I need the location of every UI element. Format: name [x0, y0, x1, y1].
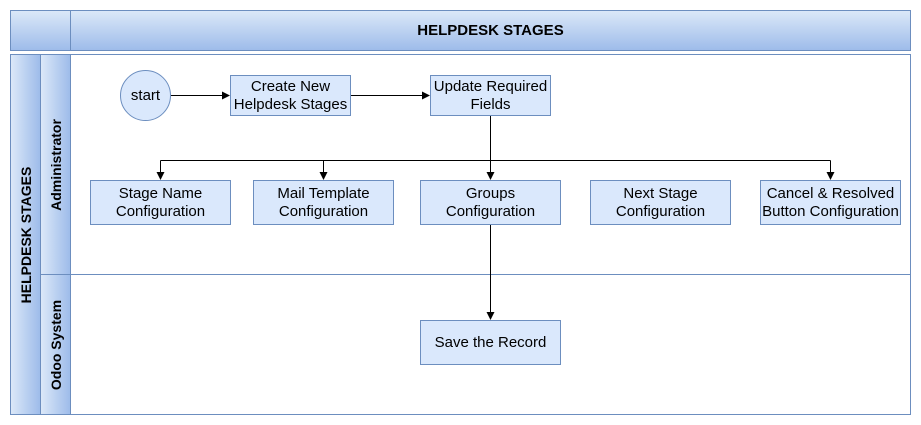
cancel-resolved-config-label: Cancel & Resolved Button Configuration — [762, 184, 899, 220]
groups-config-label: Groups Configuration — [445, 184, 536, 220]
mail-template-config-label: Mail Template Configuration — [277, 184, 370, 220]
start-node: start — [120, 70, 171, 121]
save-record-node: Save the Record — [420, 320, 561, 365]
next-stage-config-node: Next Stage Configuration — [590, 180, 731, 225]
stage-name-config-node: Stage Name Configuration — [90, 180, 231, 225]
create-stages-label: Create New Helpdesk Stages — [233, 77, 348, 113]
create-stages-node: Create New Helpdesk Stages — [230, 75, 351, 116]
next-stage-config-label: Next Stage Configuration — [615, 184, 706, 220]
start-node-label: start — [130, 86, 161, 104]
diagram-header: HELPDESK STAGES — [70, 10, 911, 51]
lane-header-odoo-system: Odoo System — [40, 274, 71, 415]
groups-config-node: Groups Configuration — [420, 180, 561, 225]
diagram-title: HELPDESK STAGES — [417, 22, 564, 39]
save-record-label: Save the Record — [434, 333, 547, 351]
stage-name-config-label: Stage Name Configuration — [115, 184, 206, 220]
update-fields-node: Update Required Fields — [430, 75, 551, 116]
header-corner-cell — [10, 10, 71, 51]
cancel-resolved-config-node: Cancel & Resolved Button Configuration — [760, 180, 901, 225]
update-fields-label: Update Required Fields — [433, 77, 548, 113]
mail-template-config-node: Mail Template Configuration — [253, 180, 394, 225]
